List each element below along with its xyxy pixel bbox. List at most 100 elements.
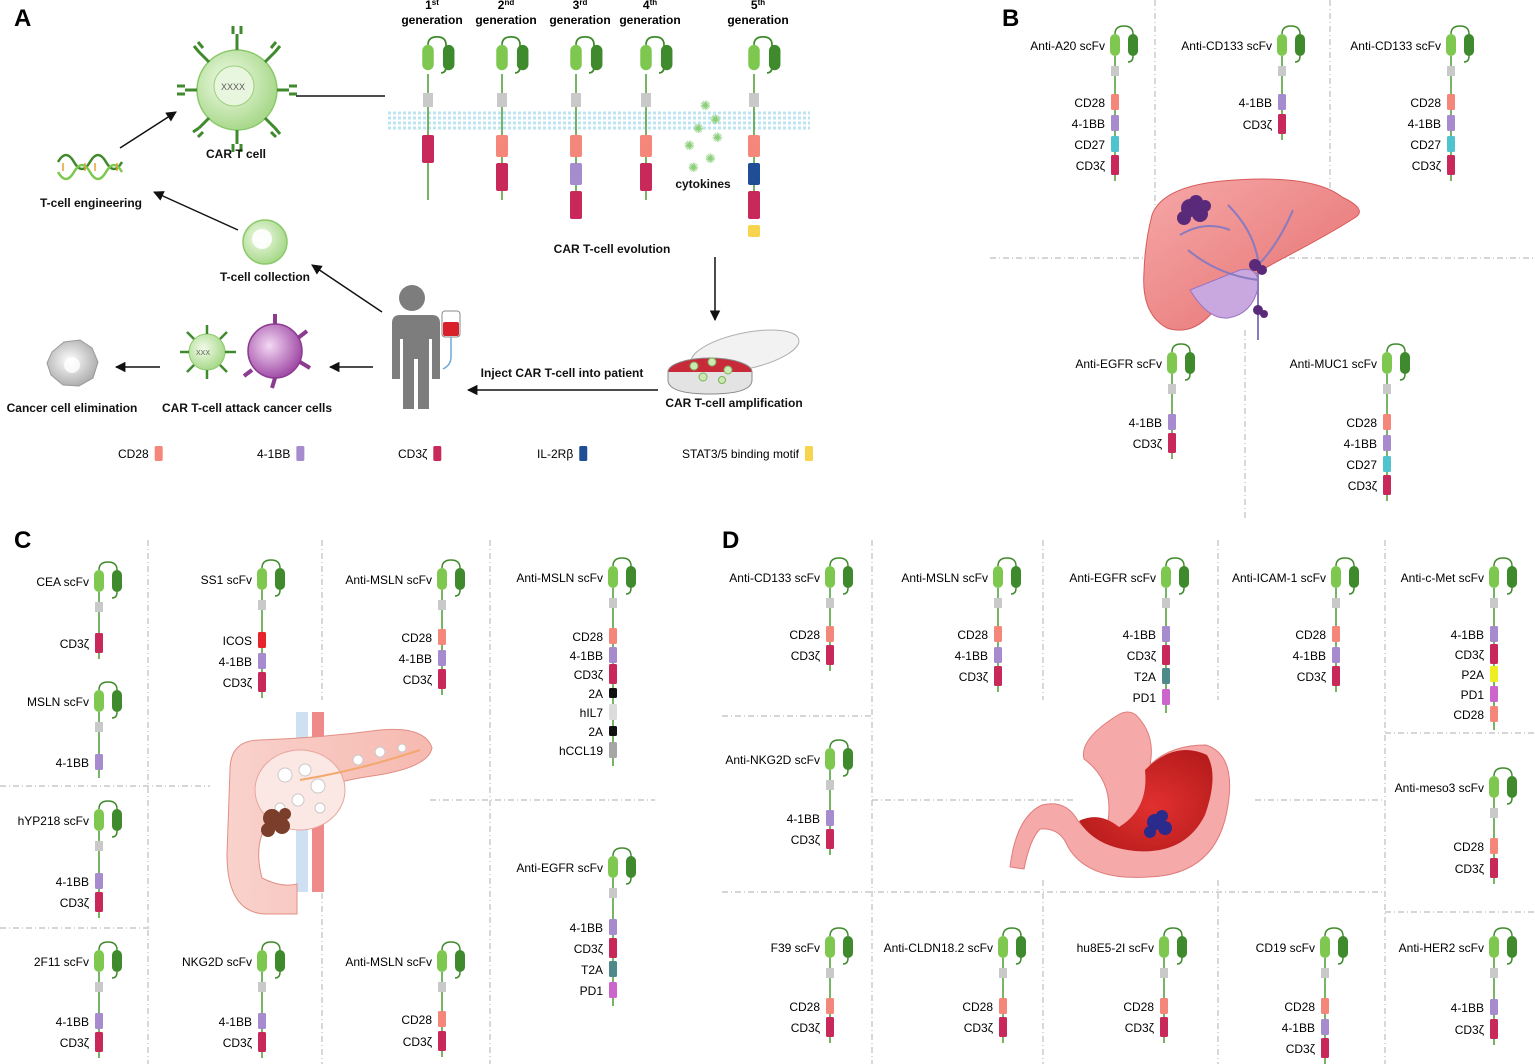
domain-label: CD3ζ (1455, 862, 1485, 876)
scfv-icon (998, 927, 1026, 965)
domain-cd28 (1490, 838, 1498, 854)
domain-cd3z (438, 1031, 446, 1051)
domain-label: CD3ζ (1076, 159, 1106, 173)
domain-4-1bb (95, 873, 103, 889)
scfv-label: CD19 scFv (1256, 941, 1315, 955)
domain-label: CD3ζ (223, 1036, 253, 1050)
arrow-patient-to-collection (311, 264, 383, 313)
domain-2a (609, 726, 617, 736)
scfv-label: Anti-c-Met scFv (1401, 571, 1484, 585)
domain-cd28 (826, 626, 834, 642)
scfv-icon (1331, 557, 1359, 595)
transmembrane-domain (1490, 598, 1498, 608)
domain-4-1bb (1332, 647, 1340, 663)
domain-t2a (609, 961, 617, 977)
legend-item-cd3z: CD3ζ (398, 446, 442, 461)
signal-domain-cd3z (496, 163, 508, 191)
domain-cd3z (1162, 645, 1170, 665)
domain-label: CD3ζ (1127, 649, 1157, 663)
domain-label: 4-1BB (1451, 628, 1484, 642)
domain-4-1bb (609, 647, 617, 663)
scfv-icon (1320, 927, 1348, 965)
generation-word: generation (401, 13, 462, 27)
domain-label: CD3ζ (60, 1036, 90, 1050)
scfv-icon (1161, 557, 1189, 595)
transmembrane-domain (95, 722, 103, 732)
transmembrane-domain (1168, 384, 1176, 394)
svg-text:✺: ✺ (684, 138, 695, 153)
domain-cd3z (1321, 1038, 1329, 1058)
scfv-icon (1159, 927, 1187, 965)
transmembrane-domain (95, 841, 103, 851)
domain-label: CD3ζ (791, 649, 821, 663)
t-cell-icon (242, 219, 288, 265)
arrow-engineering-to-cart (119, 111, 177, 149)
domain-label: 4-1BB (56, 1015, 89, 1029)
scfv-label: Anti-meso3 scFv (1395, 781, 1484, 795)
domain-p2a (1490, 666, 1498, 682)
domain-label: 2A (588, 725, 603, 739)
domain-cd28 (609, 628, 617, 644)
transmembrane-domain (1162, 598, 1170, 608)
scfv-icon (748, 36, 781, 74)
transmembrane-domain (1321, 968, 1329, 978)
domain-cd3z (95, 1032, 103, 1052)
transmembrane-domain (1278, 66, 1286, 76)
domain-cd3z (1490, 858, 1498, 878)
svg-text:✺: ✺ (688, 160, 699, 175)
car-generations: 1stgeneration2ndgeneration3rdgeneration4… (401, 0, 789, 237)
dead-cancer-cell-icon (46, 339, 99, 387)
domain-icos (258, 632, 266, 648)
domain-label: 4-1BB (1408, 117, 1441, 131)
domain-pd1 (1162, 689, 1170, 705)
domain-t2a (1162, 668, 1170, 684)
generation-number: 1st (425, 0, 439, 12)
panel-label-c: C (14, 527, 31, 554)
svg-text:XXXX: XXXX (221, 82, 245, 92)
domain-4-1bb (1447, 115, 1455, 131)
domain-label: 4-1BB (56, 875, 89, 889)
signal-domain-stat (748, 225, 760, 237)
legend-item-4-1bb: 4-1BB (257, 446, 305, 461)
domain-label: CD3ζ (791, 833, 821, 847)
domain-label: 4-1BB (56, 756, 89, 770)
legend-label: CD3ζ (398, 447, 428, 461)
transmembrane-domain (1332, 598, 1340, 608)
domain-label: ICOS (223, 634, 252, 648)
domain-label: P2A (1461, 668, 1484, 682)
legend-item-stat: STAT3/5 binding motif (682, 446, 813, 461)
domain-cd28 (438, 629, 446, 645)
legend-label: CD28 (118, 447, 149, 461)
scfv-icon (1446, 25, 1474, 63)
scfv-icon (1382, 343, 1410, 381)
domain-4-1bb (1111, 115, 1119, 131)
domain-hil7 (609, 704, 617, 720)
domain-label: CD28 (401, 631, 432, 645)
scfv-icon (825, 557, 853, 595)
domain-cd3z (438, 669, 446, 689)
domain-4-1bb (826, 810, 834, 826)
domain-label: 4-1BB (1072, 117, 1105, 131)
generation-number: 4th (643, 0, 657, 12)
cell-membrane (388, 111, 810, 130)
domain-4-1bb (438, 650, 446, 666)
scfv-label: hu8E5-2I scFv (1077, 941, 1154, 955)
transmembrane-domain (1383, 384, 1391, 394)
domain-label: CD3ζ (1455, 1023, 1485, 1037)
domain-label: 4-1BB (570, 921, 603, 935)
domain-cd3z (95, 892, 103, 912)
domain-label: CD3ζ (964, 1021, 994, 1035)
legend-label: 4-1BB (257, 447, 290, 461)
domain-label: hIL7 (580, 706, 604, 720)
domain-label: CD28 (401, 1013, 432, 1027)
